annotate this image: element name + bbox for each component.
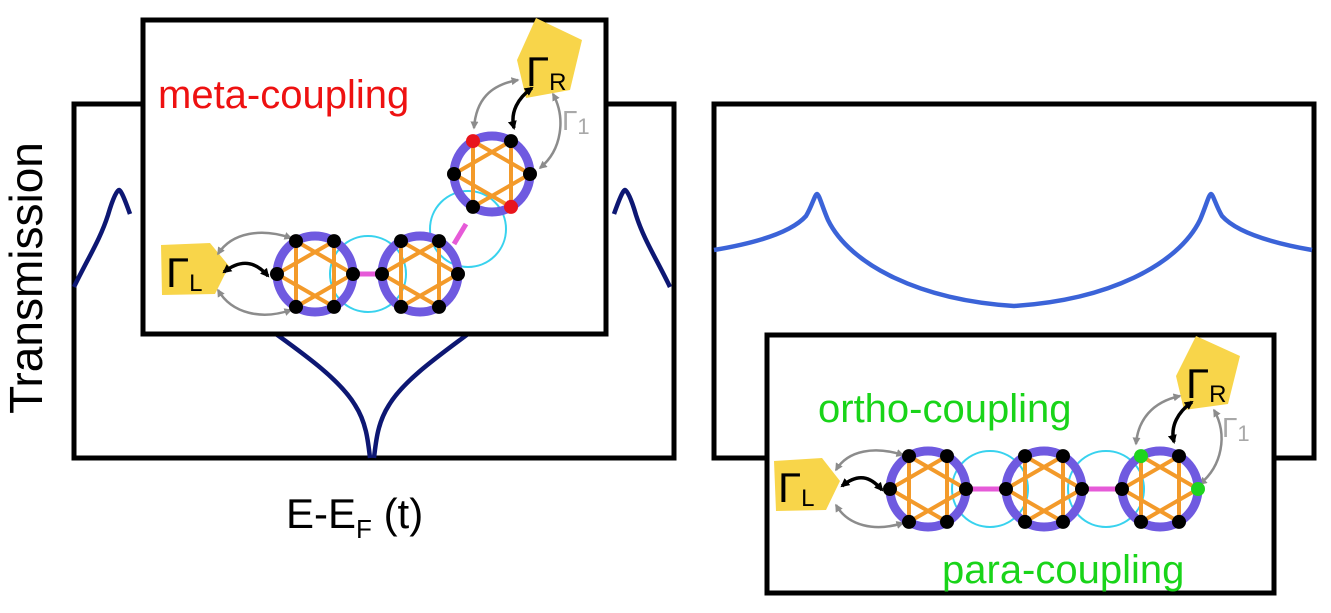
- gamma-left-box-right: ΓL: [774, 458, 840, 512]
- hexagram-bond: [1023, 452, 1087, 526]
- atom-site: [902, 514, 916, 529]
- atom-site: [999, 482, 1013, 496]
- hexagon-ring: [270, 231, 360, 317]
- hexagram-bond: [378, 237, 441, 311]
- hexagram-bond: [1001, 452, 1065, 526]
- svg-text:ΓR: ΓR: [526, 48, 566, 96]
- x-axis-label: E-EF (t): [286, 490, 423, 544]
- coupling-site: [1134, 449, 1148, 464]
- atom-site: [327, 234, 341, 249]
- hexagram-bond: [450, 137, 513, 211]
- atom-site: [1115, 482, 1129, 496]
- atom-site: [940, 449, 954, 464]
- atom-site: [1056, 514, 1070, 529]
- overlap-circles-right: [951, 450, 1145, 528]
- overlap-circles: [329, 190, 507, 313]
- left-transmission-curve: [71, 187, 673, 459]
- atom-site: [447, 167, 461, 181]
- atom-site: [451, 267, 465, 281]
- atom-site: [466, 199, 480, 214]
- svg-text:ΓL: ΓL: [166, 249, 203, 297]
- atom-site: [1075, 482, 1089, 496]
- atom-site: [883, 482, 897, 496]
- hexagon-ring: [1115, 446, 1205, 532]
- atom-site: [432, 299, 446, 314]
- atom-site: [959, 482, 973, 496]
- para-coupling-label: para-coupling: [942, 548, 1184, 592]
- atom-site: [289, 234, 303, 249]
- atom-site: [1018, 449, 1032, 464]
- hexagon-ring: [999, 446, 1089, 532]
- meta-coupling-inset: meta-coupling ΓL ΓR Γ1: [140, 17, 609, 337]
- ortho-para-coupling-inset: ortho-coupling para-coupling ΓL ΓR Γ1: [764, 332, 1277, 596]
- hexagram-bond: [907, 452, 971, 526]
- hexagram-bond: [471, 137, 534, 211]
- svg-text:ΓR: ΓR: [1186, 360, 1226, 408]
- gamma-1-label-right: Γ1: [1222, 412, 1250, 446]
- coupling-site: [466, 134, 480, 149]
- coupling-site: [1191, 482, 1205, 496]
- atom-site: [523, 167, 537, 181]
- atom-site: [902, 449, 916, 464]
- atom-site: [504, 134, 518, 149]
- gamma-right-box: ΓR: [517, 18, 582, 98]
- atom-site: [432, 234, 446, 249]
- atom-site: [394, 234, 408, 249]
- atom-site: [1172, 449, 1186, 464]
- left-molecule-chain: [270, 131, 537, 317]
- svg-text:ΓL: ΓL: [778, 464, 815, 512]
- hexagram-bond: [294, 237, 357, 311]
- right-molecule-chain: [883, 446, 1205, 532]
- atom-site: [940, 514, 954, 529]
- inter-ring-bond: [451, 222, 469, 246]
- gamma-1-label: Γ1: [562, 105, 590, 139]
- hexagram-bond: [273, 237, 336, 311]
- hexagram-bond: [1117, 452, 1181, 526]
- atom-site: [270, 267, 284, 281]
- y-axis-label: Transmission: [0, 142, 52, 414]
- atom-site: [1172, 514, 1186, 529]
- atom-site: [289, 299, 303, 314]
- atom-site: [394, 299, 408, 314]
- hexagram-bond: [399, 237, 462, 311]
- hexagram-bond: [885, 452, 949, 526]
- hexagon-ring: [883, 446, 973, 532]
- hexagon-ring: [375, 231, 465, 317]
- coupling-arrows: [216, 77, 562, 316]
- atom-site: [1134, 514, 1148, 529]
- coupling-site: [504, 199, 518, 214]
- atom-site: [375, 267, 389, 281]
- atom-site: [1018, 514, 1032, 529]
- coupling-arrows-right: [834, 393, 1223, 529]
- hexagram-bond: [1139, 452, 1203, 526]
- atom-site: [1056, 449, 1070, 464]
- meta-coupling-label: meta-coupling: [158, 73, 409, 117]
- right-transmission-curve: [713, 191, 1313, 309]
- atom-site: [346, 267, 360, 281]
- gamma-right-box-right: ΓR: [1176, 336, 1240, 410]
- gamma-left-box: ΓL: [161, 243, 229, 297]
- atom-site: [327, 299, 341, 314]
- ortho-coupling-label: ortho-coupling: [818, 387, 1072, 431]
- hexagon-ring: [447, 131, 537, 217]
